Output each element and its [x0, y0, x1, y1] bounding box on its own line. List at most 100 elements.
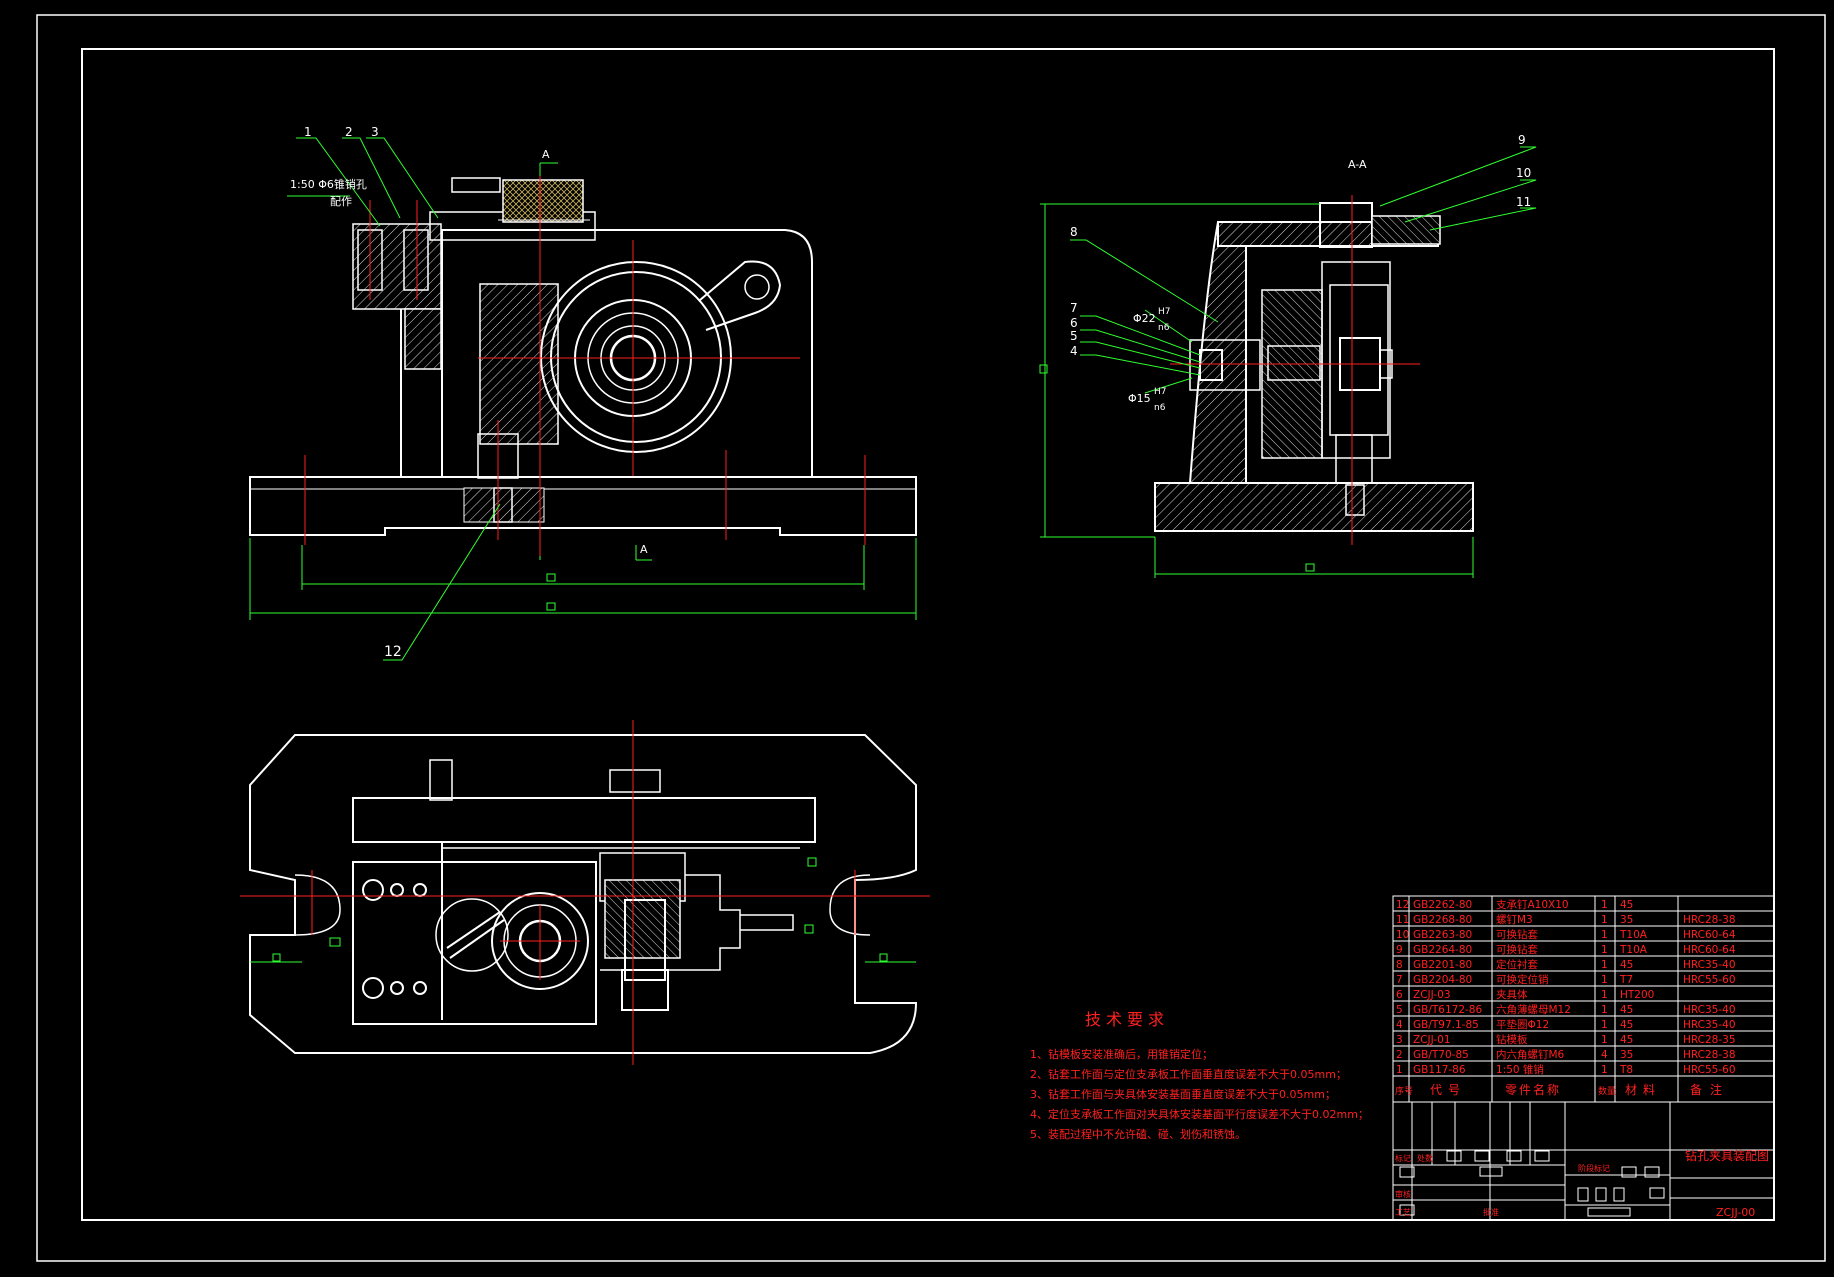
bom-cell-no: 7	[1396, 974, 1403, 986]
fit-22-num: H7	[1158, 307, 1171, 317]
bom-cell-code: GB2263-80	[1413, 929, 1472, 941]
balloon-1: 1	[304, 125, 312, 139]
bom-cell-no: 12	[1396, 899, 1409, 911]
bom-cell-name: 平垫圈Φ12	[1496, 1018, 1549, 1031]
title-block	[1392, 1101, 1775, 1221]
bom-cell-mat: HT200	[1620, 989, 1654, 1001]
bom-header-mat: 材料	[1625, 1083, 1661, 1097]
top-view-centerlines	[240, 720, 930, 1065]
bom-cell-name: 钻模板	[1496, 1033, 1528, 1046]
bom-cell-name: 可换定位销	[1496, 973, 1549, 986]
bom-cell-no: 1	[1396, 1064, 1403, 1076]
tech-line-4: 4、定位支承板工作面对夹具体安装基面平行度误差不大于0.02mm；	[1030, 1107, 1369, 1121]
bom-cell-note: HRC55-60	[1683, 974, 1736, 986]
bom-cell-code: GB/T6172-86	[1413, 1004, 1482, 1016]
bom-cell-name: 螺钉M3	[1496, 914, 1533, 926]
tech-line-3: 3、钻套工作面与夹具体安装基面垂直度误差不大于0.05mm；	[1030, 1087, 1336, 1101]
tech-requirements: 技术要求 1、钻模板安装准确后，用锥销定位； 2、钻套工作面与定位支承板工作面垂…	[1030, 1010, 1369, 1141]
bom-cell-name: 可换钻套	[1496, 943, 1538, 956]
bom-cell-code: GB2201-80	[1413, 959, 1472, 971]
fit-22: Φ22	[1133, 312, 1156, 325]
bom-cell-qty: 1	[1601, 914, 1608, 926]
bom-cell-note: HRC28-35	[1683, 1034, 1736, 1046]
front-view-leaders	[287, 137, 501, 661]
bom-cell-qty: 1	[1601, 1019, 1608, 1031]
section-view	[1154, 202, 1474, 532]
bom-cell-mat: T10A	[1619, 944, 1648, 956]
bom-cell-code: GB2262-80	[1413, 899, 1472, 911]
inner-frame	[81, 48, 1775, 1221]
bom-cell-code: GB2268-80	[1413, 914, 1472, 926]
top-view-dimensions	[250, 857, 916, 963]
bom-cell-mat: T8	[1619, 1064, 1633, 1076]
bom-cell-note: HRC35-40	[1683, 1004, 1736, 1016]
bom-cell-qty: 1	[1601, 974, 1608, 986]
bom-cell-qty: 1	[1601, 1034, 1608, 1046]
bom-header-note: 备注	[1690, 1082, 1730, 1097]
tech-line-2: 2、钻套工作面与定位支承板工作面垂直度误差不大于0.05mm；	[1030, 1067, 1347, 1081]
bom-cell-name: 定位衬套	[1496, 958, 1538, 971]
bom-cell-qty: 1	[1601, 944, 1608, 956]
bom-cell-code: ZCJJ-03	[1413, 989, 1451, 1001]
outer-frame	[36, 14, 1826, 1262]
title-approve: 批准	[1483, 1207, 1499, 1217]
bom-cell-name: 内六角螺钉M6	[1496, 1048, 1565, 1061]
title-mark: 标记	[1395, 1153, 1411, 1163]
bom-cell-qty: 1	[1601, 989, 1608, 1001]
fit-15-num: H7	[1154, 387, 1167, 397]
bom-cell-name: 六角薄螺母M12	[1496, 1003, 1571, 1016]
title-block-text: 标记 处数 审核 工艺 批准 阶段标记 钻孔夹具装配图 ZCJJ-00	[1395, 1148, 1769, 1219]
bom-cell-no: 6	[1396, 989, 1403, 1001]
cut-letter-top: A	[542, 148, 550, 161]
bom-cell-mat: T7	[1619, 974, 1633, 986]
bom-cell-code: GB/T70-85	[1413, 1049, 1469, 1061]
bom-cell-mat: T10A	[1619, 929, 1648, 941]
bom-header-qty: 数量	[1598, 1085, 1616, 1097]
bom-cell-mat: 45	[1620, 959, 1633, 971]
bom-cell-no: 9	[1396, 944, 1403, 956]
annotation-text: 1 2 3 12 9 10 11 8 7 6 5 4 1:50 Φ6锥销孔 配作…	[290, 125, 1531, 660]
bom-cell-note: HRC35-40	[1683, 1019, 1736, 1031]
bom-cell-qty: 1	[1601, 899, 1608, 911]
pin-note-1: 1:50 Φ6锥销孔	[290, 177, 367, 191]
bom-cell-mat: 45	[1620, 1019, 1633, 1031]
drawing-name: 钻孔夹具装配图	[1685, 1148, 1769, 1163]
title-review: 审核	[1395, 1189, 1411, 1199]
bom-cell-code: GB117-86	[1413, 1064, 1466, 1076]
bom-header-code: 代号	[1430, 1083, 1466, 1097]
bom-cell-qty: 1	[1601, 959, 1608, 971]
section-label: A-A	[1348, 158, 1367, 171]
bom-cell-note: HRC60-64	[1683, 944, 1736, 956]
title-count: 处数	[1417, 1153, 1433, 1163]
front-view	[249, 177, 917, 536]
bom-cell-mat: 45	[1620, 1004, 1633, 1016]
bom-cell-qty: 4	[1601, 1049, 1608, 1061]
balloon-7: 7	[1070, 301, 1078, 315]
bom-cell-name: 1:50 锥销	[1496, 1063, 1544, 1076]
top-view	[249, 734, 918, 1054]
balloon-11: 11	[1516, 195, 1531, 209]
bom-cell-mat: 35	[1620, 914, 1633, 926]
bom-cell-name: 夹具体	[1496, 988, 1528, 1001]
bom-cell-mat: 35	[1620, 1049, 1633, 1061]
balloon-12: 12	[384, 644, 402, 660]
balloon-9: 9	[1518, 133, 1526, 147]
bom-cell-name: 支承钉A10X10	[1496, 899, 1569, 911]
bom-header: 序号 代号 零件名称 数量 材料 备注	[1395, 1082, 1730, 1097]
bom-cell-code: GB2204-80	[1413, 974, 1472, 986]
bom-cell-no: 11	[1396, 914, 1409, 926]
tech-heading: 技术要求	[1085, 1010, 1169, 1029]
bom-cell-qty: 1	[1601, 1064, 1608, 1076]
bom-cell-code: GB2264-80	[1413, 944, 1472, 956]
fit-15: Φ15	[1128, 392, 1151, 405]
pin-note-2: 配作	[330, 195, 352, 208]
bom-cell-no: 3	[1396, 1034, 1403, 1046]
bom-cell-name: 可换钻套	[1496, 928, 1538, 941]
title-craft: 工艺	[1395, 1208, 1411, 1217]
balloon-10: 10	[1516, 166, 1531, 180]
tech-line-1: 1、钻模板安装准确后，用锥销定位；	[1030, 1047, 1213, 1061]
bom-header-no: 序号	[1395, 1085, 1413, 1097]
bom-cell-no: 10	[1396, 929, 1409, 941]
bom-cell-note: HRC35-40	[1683, 959, 1736, 971]
bom-cell-no: 4	[1396, 1019, 1403, 1031]
